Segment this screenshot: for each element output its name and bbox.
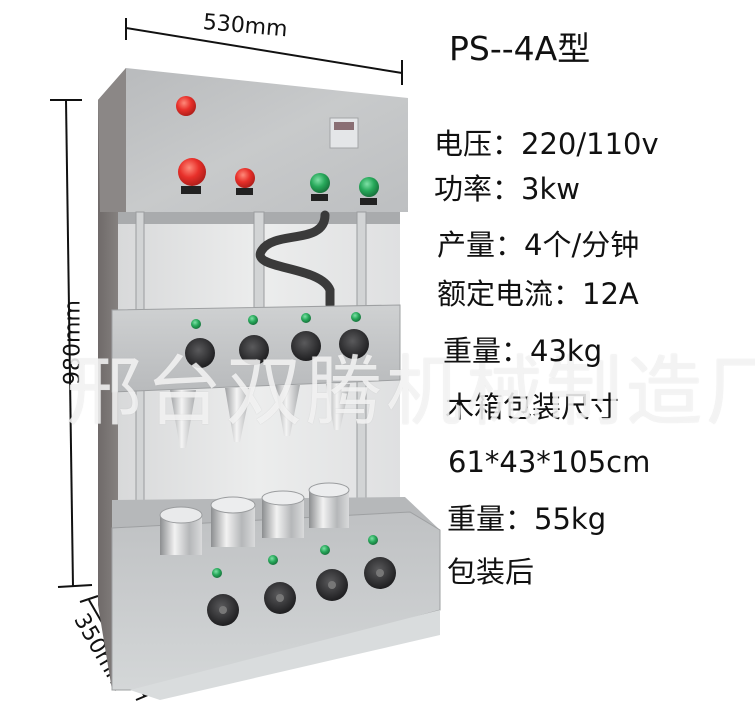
cone-molds-upper xyxy=(170,384,350,448)
upper-head-controls xyxy=(185,312,369,368)
top-control-panel xyxy=(176,96,379,205)
spec-value: 3kw xyxy=(521,172,580,206)
spec-power: 功率：3kw xyxy=(434,172,580,206)
start-button-1 xyxy=(310,173,330,193)
cone-cups-lower xyxy=(159,482,350,555)
packing-note: 包装后 xyxy=(447,555,535,589)
spec-weight: 重量：43kg xyxy=(443,334,603,368)
power-indicator-light xyxy=(176,96,196,116)
spec-value: 220/110v xyxy=(521,127,659,161)
spec-voltage: 电压：220/110v xyxy=(434,127,659,161)
stop-button xyxy=(235,168,255,188)
spec-value: 43kg xyxy=(530,334,603,368)
base-controls xyxy=(207,535,396,626)
packing-size: 61*43*105cm xyxy=(448,445,651,479)
spec-output: 产量：4个/分钟 xyxy=(437,228,640,262)
model-title: PS--4A型 xyxy=(449,29,591,68)
spec-rated-current: 额定电流：12A xyxy=(437,277,639,311)
spec-label: 重量 xyxy=(447,502,506,536)
packing-title: 木箱包装尺寸 xyxy=(445,390,620,424)
spec-value: 12A xyxy=(582,277,639,311)
spec-label: 电压 xyxy=(434,127,493,161)
packing-weight: 重量：55kg xyxy=(447,502,607,536)
cone-pizza-machine-photo xyxy=(50,18,441,701)
spec-label: 产量 xyxy=(437,228,496,262)
spec-value: 4个/分钟 xyxy=(524,228,640,262)
start-button-2 xyxy=(359,177,379,197)
emergency-stop-button xyxy=(178,158,206,186)
spec-label: 功率 xyxy=(434,172,493,206)
spec-label: 额定电流 xyxy=(437,277,554,311)
spec-value: 55kg xyxy=(534,502,607,536)
spec-label: 重量 xyxy=(443,334,502,368)
